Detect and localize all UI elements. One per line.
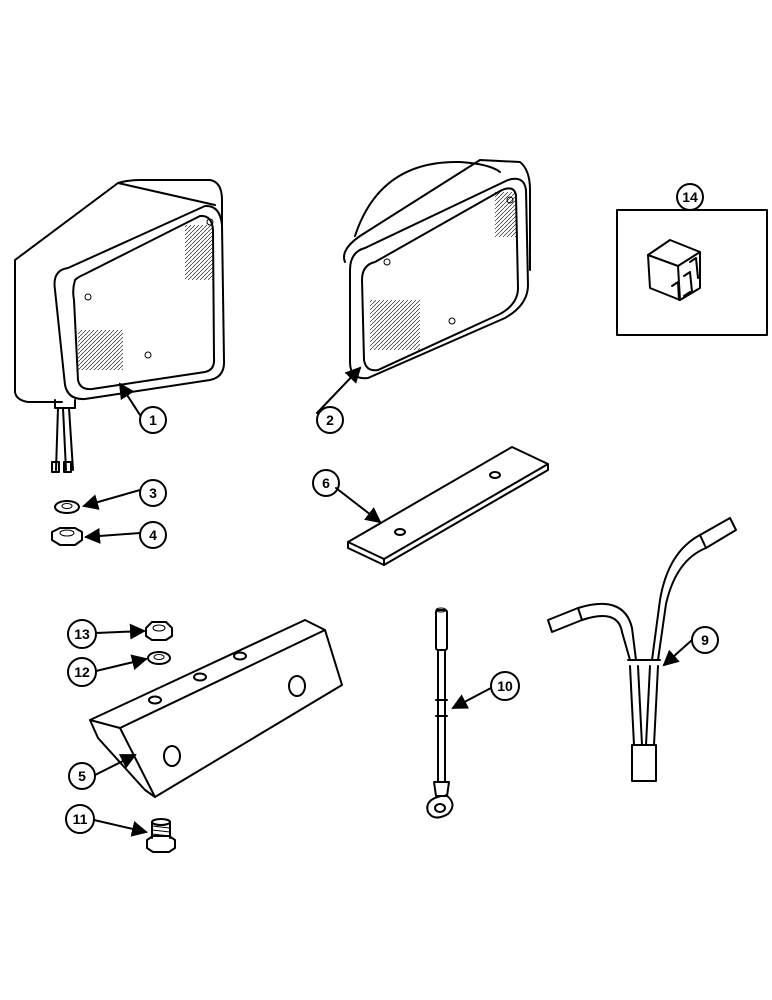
callout-5: 5 xyxy=(68,762,96,790)
lock-washer-12 xyxy=(147,651,171,665)
callout-label: 11 xyxy=(73,811,88,827)
callout-6: 6 xyxy=(312,469,340,497)
callout-10: 10 xyxy=(490,671,520,701)
callout-14: 14 xyxy=(676,183,704,211)
hex-nut-4 xyxy=(51,527,83,546)
callout-12: 12 xyxy=(67,657,97,687)
relay-14 xyxy=(616,209,768,336)
hex-nut-13 xyxy=(145,621,173,641)
angle-bracket-5 xyxy=(89,619,343,798)
work-lamp-2 xyxy=(343,159,531,380)
lock-washer-3 xyxy=(54,500,80,514)
callout-label: 6 xyxy=(322,475,330,491)
callout-label: 1 xyxy=(149,412,157,428)
mounting-bar-6 xyxy=(347,446,549,566)
work-lamp-1 xyxy=(14,179,226,473)
callout-label: 9 xyxy=(701,632,709,648)
callout-label: 5 xyxy=(78,768,86,784)
bolt-11 xyxy=(146,818,176,853)
callout-4: 4 xyxy=(139,521,167,549)
callout-label: 3 xyxy=(149,485,157,501)
callout-9: 9 xyxy=(691,626,719,654)
callout-3: 3 xyxy=(139,479,167,507)
ring-terminal-lead-10 xyxy=(426,607,454,819)
callout-label: 13 xyxy=(74,626,90,642)
y-harness-9 xyxy=(547,517,737,782)
callout-label: 4 xyxy=(149,527,157,543)
callout-11: 11 xyxy=(65,804,95,834)
callout-label: 12 xyxy=(74,664,90,680)
callout-1: 1 xyxy=(139,406,167,434)
callout-label: 10 xyxy=(497,678,513,694)
callout-label: 2 xyxy=(326,412,334,428)
leader-lines xyxy=(82,366,693,837)
callout-2: 2 xyxy=(316,406,344,434)
callout-13: 13 xyxy=(67,619,97,649)
callout-label: 14 xyxy=(682,189,698,205)
